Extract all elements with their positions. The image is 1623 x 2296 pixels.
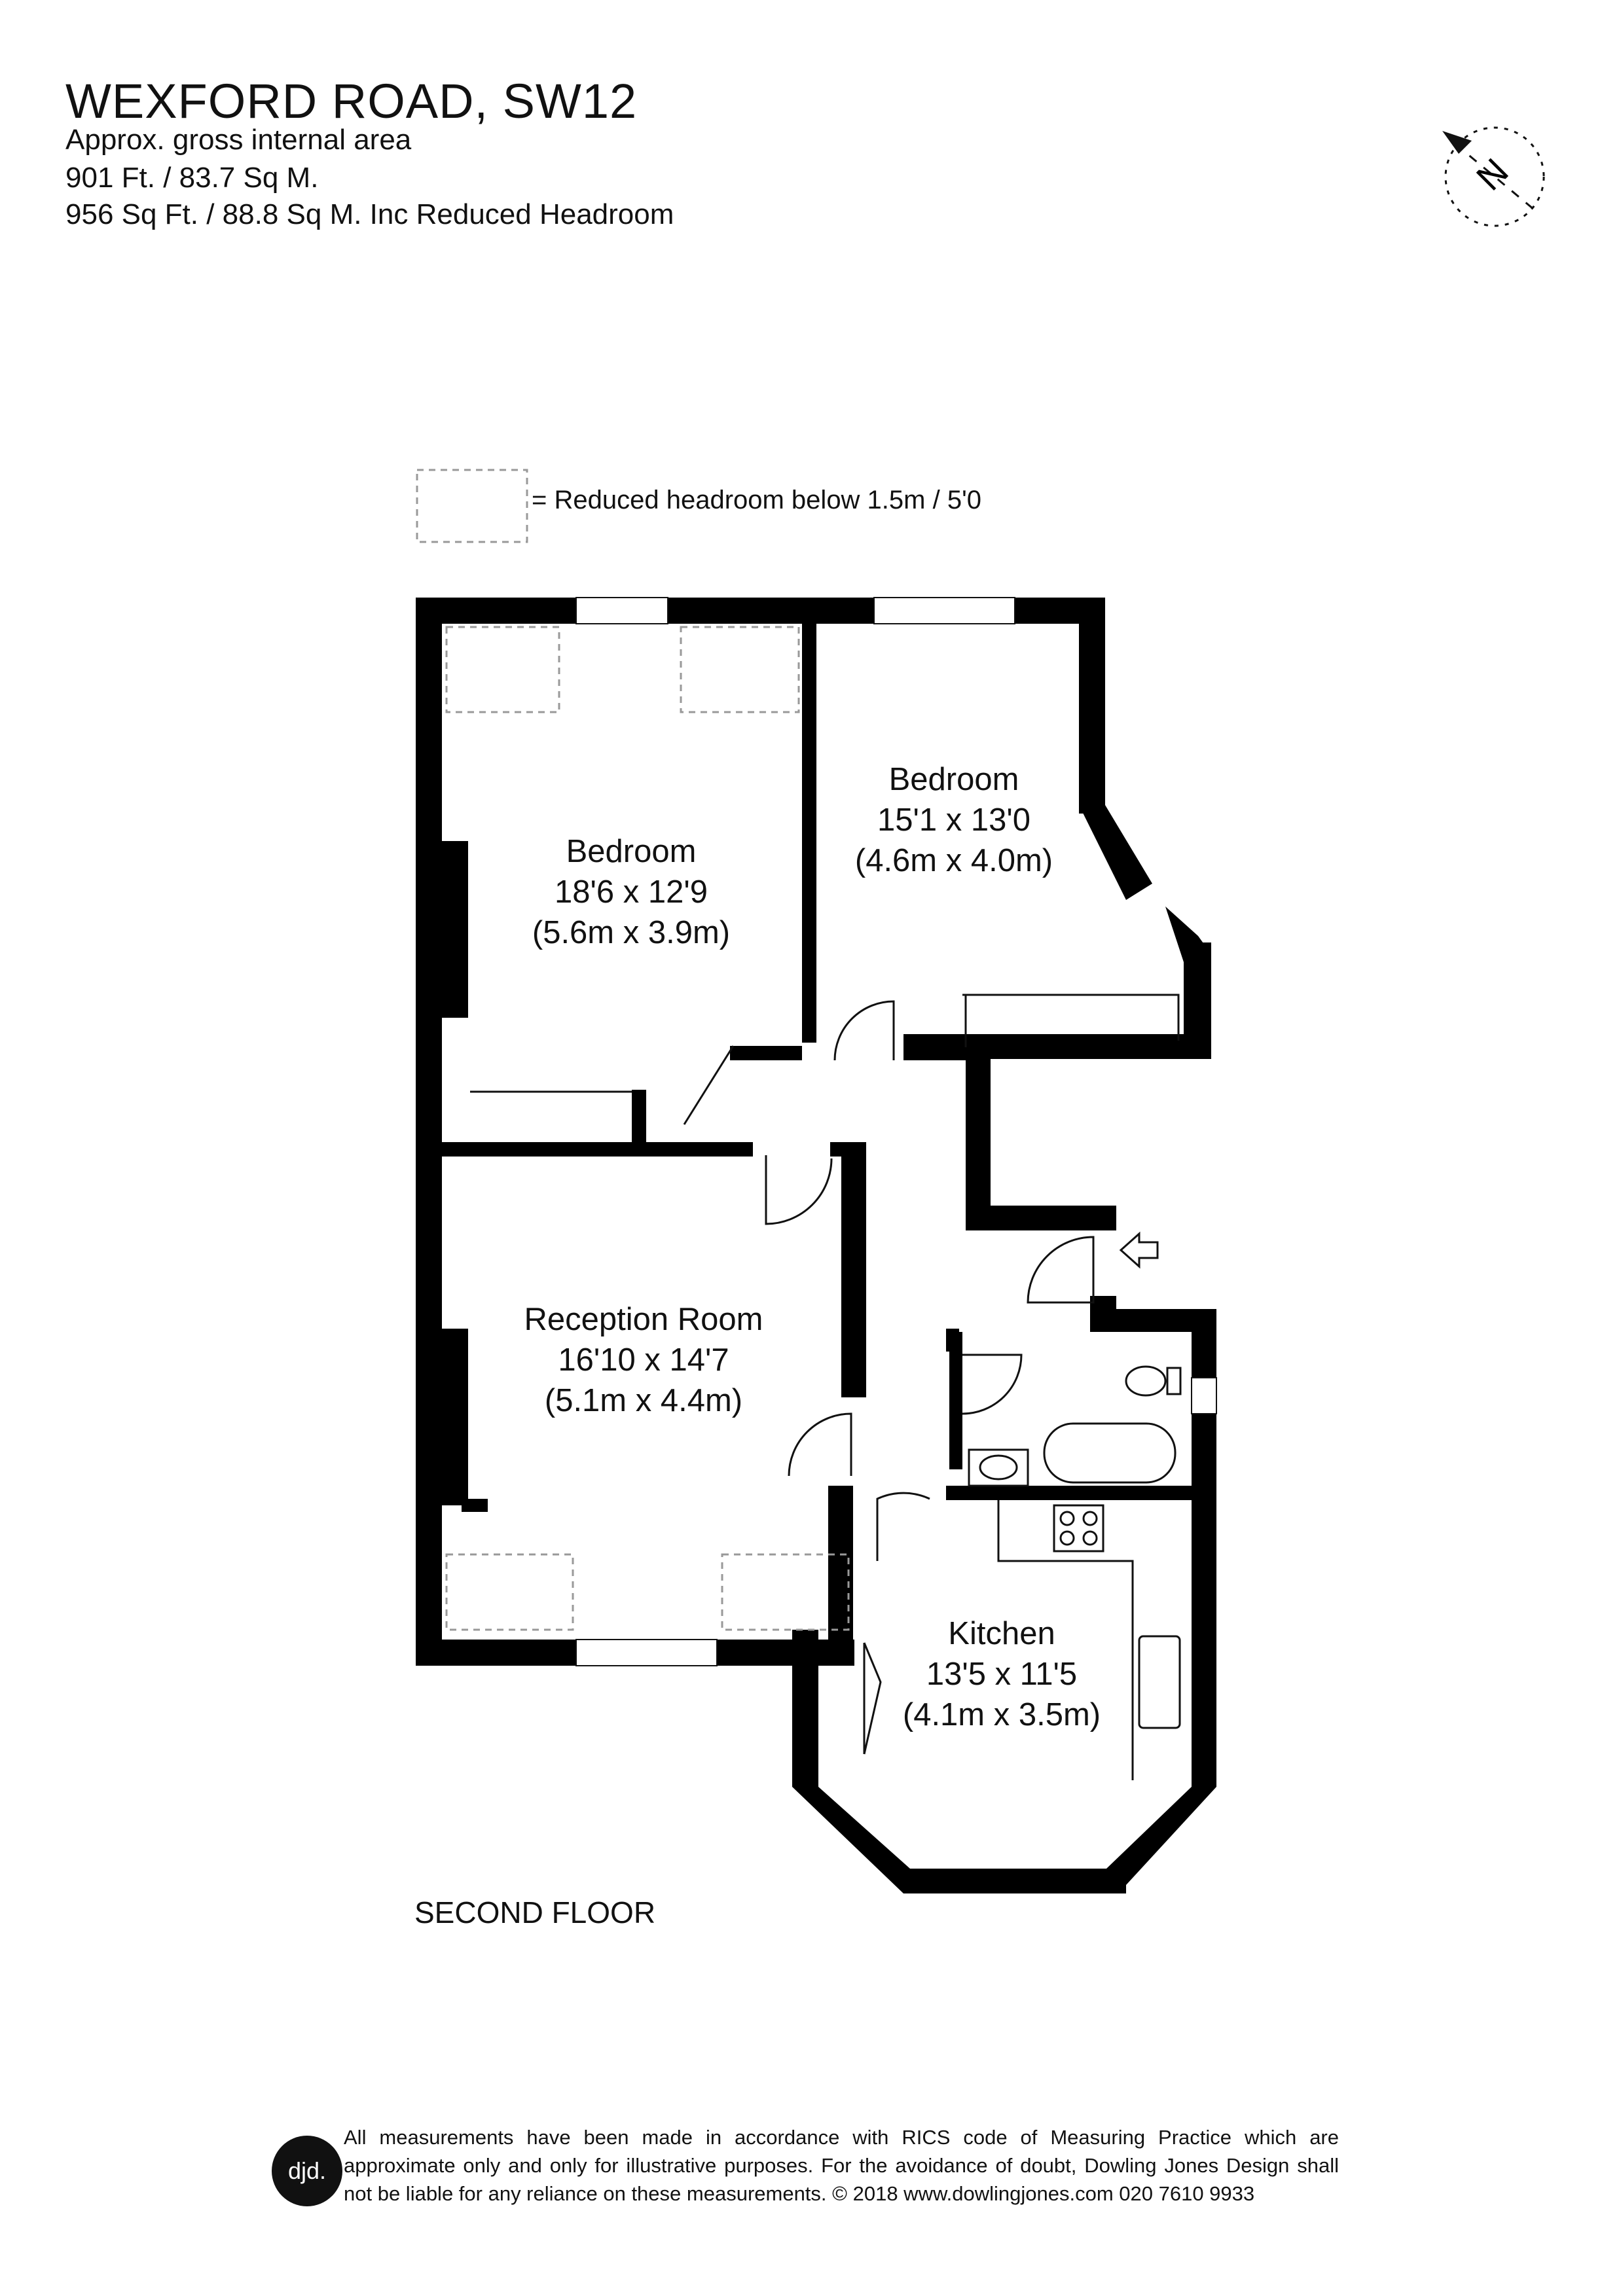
floor-label: SECOND FLOOR (414, 1895, 656, 1929)
room-size-imperial: 13'5 x 11'5 (926, 1657, 1078, 1692)
room-bedroom-2: Bedroom 15'1 x 13'0 (4.6m x 4.0m) (757, 759, 1150, 881)
room-name: Reception Room (524, 1302, 763, 1337)
djd-logo: djd. (272, 2136, 342, 2206)
room-name: Bedroom (566, 834, 697, 869)
area-sqft: 901 Ft. / 83.7 Sq M. (65, 162, 319, 194)
room-size-imperial: 15'1 x 13'0 (877, 802, 1030, 838)
room-size-imperial: 18'6 x 12'9 (555, 874, 708, 910)
compass-north-label: N (1468, 151, 1516, 198)
area-sqft-reduced: 956 Sq Ft. / 88.8 Sq M. Inc Reduced Head… (65, 198, 674, 230)
room-size-metric: (5.6m x 3.9m) (532, 915, 731, 950)
disclaimer-text: All measurements have been made in accor… (344, 2126, 1339, 2205)
room-reception: Reception Room 16'10 x 14'7 (5.1m x 4.4m… (447, 1299, 840, 1421)
door-swings (470, 994, 1182, 1780)
walls (416, 598, 1216, 1893)
reduced-headroom-areas (445, 626, 850, 1631)
room-size-metric: (4.1m x 3.5m) (902, 1697, 1101, 1732)
room-size-metric: (5.1m x 4.4m) (544, 1383, 743, 1418)
legend-swatch (416, 469, 528, 543)
property-title: WEXFORD ROAD, SW12 (65, 74, 638, 128)
room-name: Bedroom (888, 762, 1019, 797)
room-kitchen: Kitchen 13'5 x 11'5 (4.1m x 3.5m) (805, 1613, 1198, 1735)
room-size-imperial: 16'10 x 14'7 (558, 1342, 729, 1378)
windows (575, 597, 1217, 1666)
compass-icon: N (1442, 126, 1545, 227)
room-bedroom-1: Bedroom 18'6 x 12'9 (5.6m x 3.9m) (435, 831, 828, 953)
room-name: Kitchen (948, 1616, 1055, 1651)
legend-label: = Reduced headroom below 1.5m / 5'0 (532, 486, 981, 514)
area-heading: Approx. gross internal area (65, 124, 412, 156)
room-size-metric: (4.6m x 4.0m) (854, 843, 1053, 878)
